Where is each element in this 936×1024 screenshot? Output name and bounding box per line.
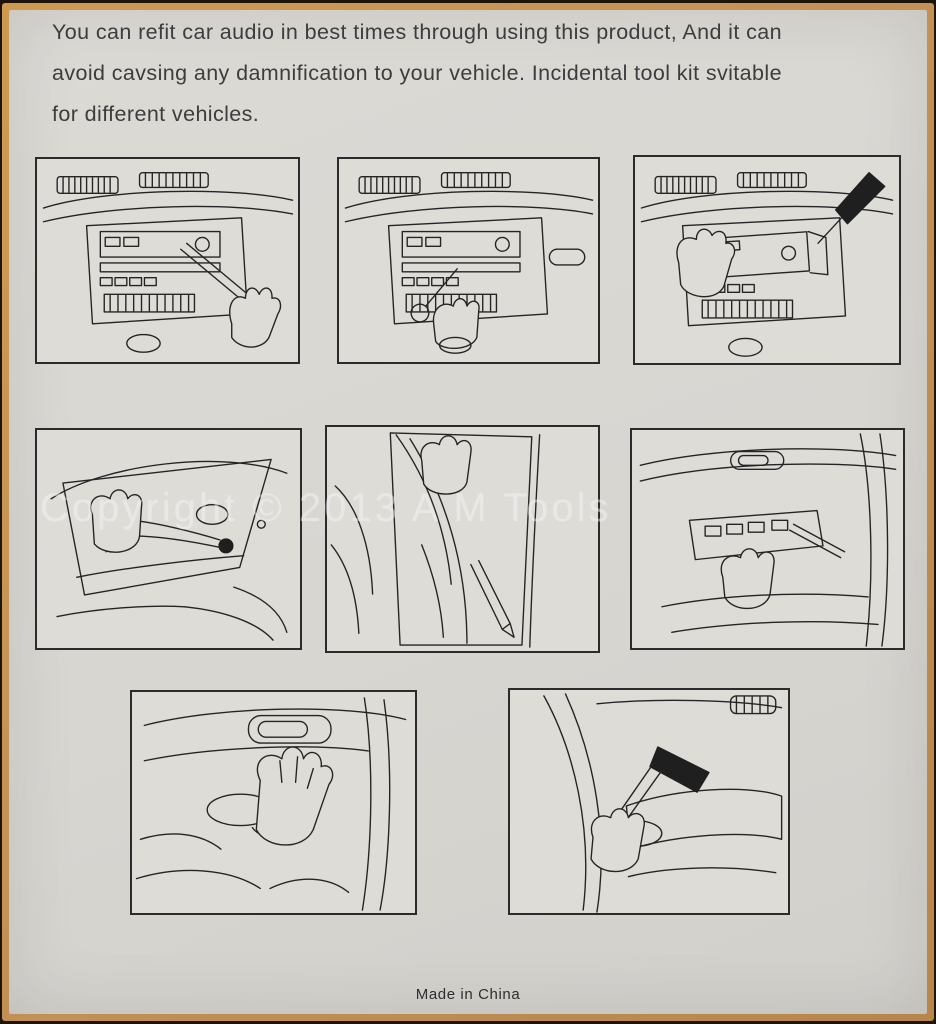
radio-removal-keys-illustration — [42, 172, 294, 353]
instruction-panel-8 — [508, 688, 790, 915]
instruction-panel-4 — [35, 428, 302, 650]
instruction-panel-2 — [337, 157, 600, 364]
intro-line-1: You can refit car audio in best times th… — [52, 20, 782, 44]
trim-clip-pliers-illustration — [50, 458, 288, 641]
intro-line-3: for different vehicles. — [52, 102, 260, 126]
intro-text: You can refit car audio in best times th… — [52, 12, 892, 135]
door-edge-wedge-illustration — [330, 432, 541, 648]
made-in-china-label: Made in China — [415, 986, 521, 1003]
instruction-panel-6 — [630, 428, 905, 650]
radio-removal-ring-tool-illustration — [344, 172, 594, 354]
radio-pulled-out-illustration — [640, 172, 894, 357]
intro-line-2: avoid cavsing any damnification to your … — [52, 61, 782, 85]
instruction-panel-3 — [633, 155, 901, 365]
switch-panel-pry-illustration — [639, 433, 897, 647]
instruction-panel-5 — [325, 425, 600, 653]
door-handle-boot-illustration — [135, 697, 407, 911]
instruction-panel-7 — [130, 690, 417, 915]
armrest-scraper-illustration — [543, 693, 783, 913]
instruction-panel-1 — [35, 157, 300, 364]
